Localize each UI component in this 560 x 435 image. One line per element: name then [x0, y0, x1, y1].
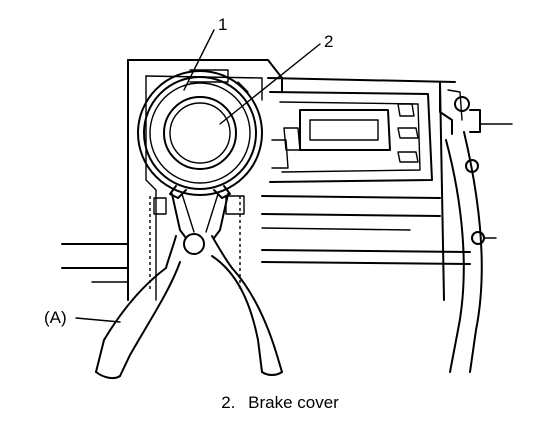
- callout-1: 1: [218, 15, 227, 34]
- housing: [61, 59, 513, 373]
- caption-number: 2.: [221, 393, 236, 412]
- brake-cover-bore: [163, 96, 237, 170]
- snap-ring-pliers: [95, 193, 283, 380]
- caption-text: Brake cover: [248, 393, 339, 412]
- leader-2: [219, 43, 321, 125]
- pliers-pivot: [183, 233, 205, 255]
- circlip-ring: [143, 76, 257, 190]
- callout-a: (A): [44, 308, 67, 327]
- leader-a: [75, 317, 121, 323]
- circlip-assembly: [137, 70, 263, 199]
- leader-1: [183, 29, 215, 91]
- figure-caption: 2. Brake cover: [0, 393, 560, 413]
- callout-2: 2: [324, 32, 333, 51]
- leader-lines: [75, 29, 321, 323]
